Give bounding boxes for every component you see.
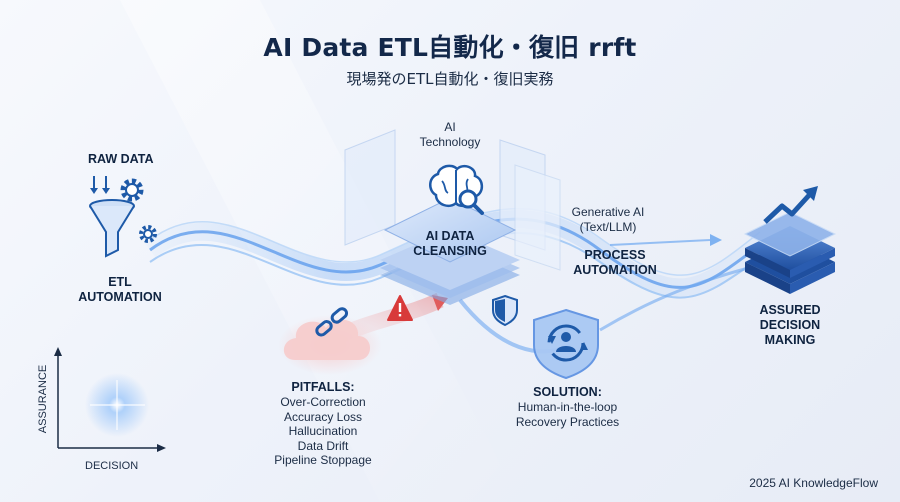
ai-data-cleansing-label: AI DATA CLEANSING	[413, 229, 487, 258]
decision-axis-label: DECISION	[85, 460, 139, 472]
pitfall-item: Pipeline Stoppage	[274, 453, 372, 467]
broken-link-icon	[315, 307, 349, 337]
etl-automation-label: ETL AUTOMATION	[78, 275, 162, 304]
assurance-axis-label: ASSURANCE	[37, 364, 49, 434]
raw-data-label: RAW DATA	[88, 152, 154, 166]
pitfall-item: Over-Correction	[280, 395, 366, 409]
pitfall-item: Data Drift	[297, 438, 349, 453]
solution-item: Human-in-the-loop	[517, 400, 618, 414]
page-title: AI Data ETL自動化・復旧 rrft	[263, 33, 637, 62]
solution-item: Recovery Practices	[515, 414, 620, 429]
assured-decision-label: ASSURED DECISION MAKING	[759, 303, 821, 347]
pitfalls-list: PITFALLS: Over-Correction Accuracy Loss …	[268, 380, 378, 468]
small-shield-icon	[492, 294, 518, 327]
ai-technology-label: AI Technology	[419, 120, 481, 149]
footer-credit: 2025 AI KnowledgeFlow	[749, 476, 878, 490]
warning-icon	[387, 295, 413, 321]
pitfalls-heading: PITFALLS:	[291, 380, 355, 394]
pitfall-item: Hallucination	[288, 424, 358, 438]
process-automation-label: PROCESS AUTOMATION	[573, 248, 657, 277]
solution-block: SOLUTION: Human-in-the-loop Recovery Pra…	[505, 385, 630, 429]
page-subtitle: 現場発のETL自動化・復旧実務	[346, 70, 554, 88]
human-in-loop-shield-icon	[533, 308, 599, 380]
solution-heading: SOLUTION:	[533, 385, 602, 399]
generative-ai-label: Generative AI (Text/LLM)	[571, 205, 645, 234]
pitfall-item: Accuracy Loss	[283, 409, 363, 424]
